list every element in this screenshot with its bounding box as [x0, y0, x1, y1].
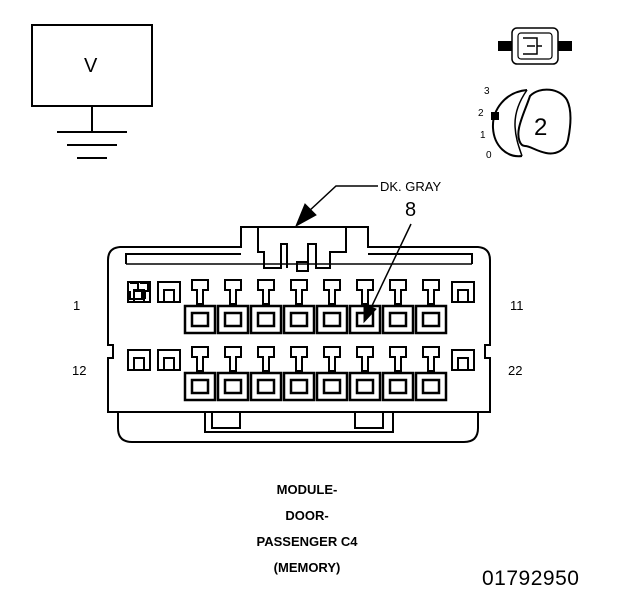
- terminal-clip-pin-13: [157, 349, 181, 371]
- switch-position-icon: [491, 88, 572, 158]
- terminal-square-pin-16: [249, 346, 283, 402]
- terminal-square-pin-8: [348, 279, 382, 335]
- terminal-clip-pin-12: [127, 349, 151, 371]
- terminal-clip-pin-2: [157, 281, 181, 303]
- connector-caption-line-2: DOOR-: [285, 508, 329, 523]
- terminal-square-pin-15: [216, 346, 250, 402]
- connector-caption-line-4: (MEMORY): [273, 560, 341, 575]
- switch-position-3-label: 3: [484, 86, 490, 97]
- wire-color-label: DK. GRAY: [380, 179, 442, 194]
- terminal-square-pin-19: [348, 346, 382, 402]
- row2-first-pin-label: 12: [72, 363, 87, 378]
- terminal-square-pin-20: [381, 346, 415, 402]
- row2-last-pin-label: 22: [508, 363, 523, 378]
- terminal-square-pin-9: [381, 279, 415, 335]
- terminal-clip-pin-22: [451, 349, 475, 371]
- switch-position-1-label: 1: [480, 130, 486, 141]
- connector-caption-line-1: MODULE-: [276, 482, 338, 497]
- terminal-row-1: [127, 279, 475, 335]
- voltmeter-symbol: [31, 24, 153, 159]
- pin-callout-label: 8: [405, 199, 417, 221]
- document-number: 01792950: [482, 567, 580, 590]
- switch-selected-label: 2: [534, 114, 548, 141]
- voltmeter-label: V: [84, 55, 98, 77]
- terminal-row-2: [127, 346, 475, 402]
- switch-position-0-label: 0: [486, 150, 492, 161]
- terminal-square-pin-21: [414, 346, 448, 402]
- row1-first-pin-label: 1: [73, 298, 81, 313]
- terminal-clip-pin-11: [451, 281, 475, 303]
- terminal-clip-pin-1: [127, 281, 151, 303]
- terminal-square-pin-10: [414, 279, 448, 335]
- pin-callout-arrow: [363, 223, 412, 324]
- connector-housing: [107, 226, 491, 443]
- terminal-square-pin-6: [282, 279, 316, 335]
- connector-face-icon: [498, 27, 572, 65]
- terminal-square-pin-7: [315, 279, 349, 335]
- terminal-square-pin-4: [216, 279, 250, 335]
- terminal-square-pin-5: [249, 279, 283, 335]
- terminal-square-pin-18: [315, 346, 349, 402]
- terminal-square-pin-17: [282, 346, 316, 402]
- connector-caption-line-3: PASSENGER C4: [256, 534, 358, 549]
- terminal-square-pin-14: [183, 346, 217, 402]
- switch-position-2-label: 2: [478, 108, 484, 119]
- terminal-square-pin-3: [183, 279, 217, 335]
- wire-color-arrow: [295, 185, 378, 228]
- row1-last-pin-label: 11: [510, 298, 524, 313]
